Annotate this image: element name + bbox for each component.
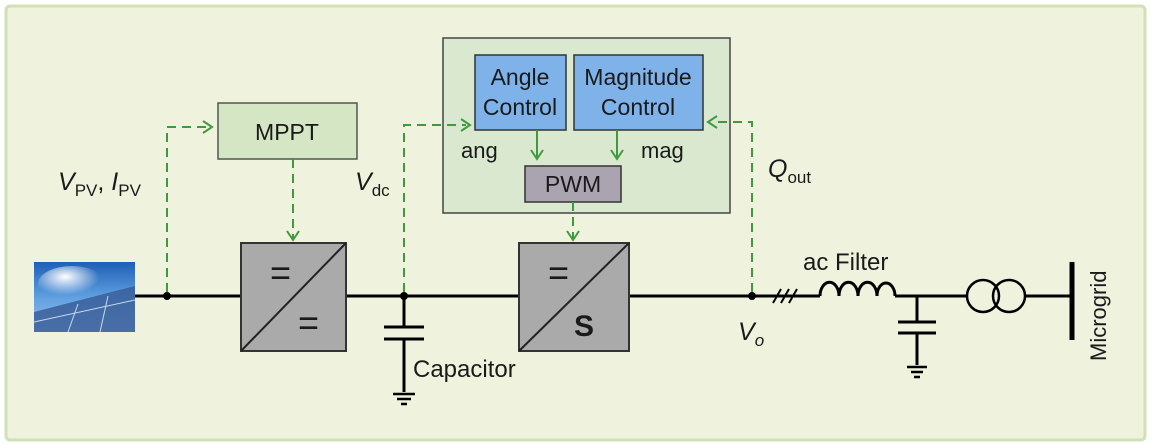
angle-control-line2: Control — [483, 94, 557, 120]
pwm-block: PWM — [524, 165, 622, 203]
magnitude-control-line2: Control — [601, 94, 675, 120]
three-phase-marker — [772, 288, 798, 304]
mppt-label: MPPT — [255, 119, 319, 145]
inverter-symbol-bottom: S — [574, 310, 594, 343]
angle-control-block: Angle Control — [474, 54, 567, 131]
ground-icon — [393, 392, 415, 406]
converter-symbol-top: = — [270, 252, 291, 293]
ac-filter-label: ac Filter — [803, 249, 888, 276]
mppt-block: MPPT — [217, 102, 358, 160]
dc-ac-inverter-icon: = S — [518, 242, 630, 352]
signal-mppt-to-converter — [286, 159, 300, 242]
power-path — [135, 292, 1072, 300]
ang-label: ang — [461, 138, 498, 163]
inverter-symbol-top: = — [548, 252, 569, 293]
vpv-ipv-label: VPV, IPV — [58, 168, 142, 200]
magnitude-control-line1: Magnitude — [584, 64, 691, 90]
signal-pwm-to-inverter — [566, 202, 580, 242]
capacitor-icon — [384, 296, 424, 392]
microgrid-label: Microgrid — [1086, 271, 1111, 361]
inductor-icon — [818, 280, 897, 297]
signal-ang-to-pwm — [530, 130, 544, 161]
qout-label: Qout — [768, 155, 811, 187]
vdc-label: Vdc — [355, 168, 390, 200]
dc-dc-converter-icon: = = — [240, 242, 347, 352]
signal-vdc-to-angle — [403, 118, 472, 292]
signal-qout-to-magnitude — [706, 115, 753, 292]
pwm-label: PWM — [545, 171, 601, 197]
transformer-icon — [965, 278, 1027, 314]
capacitor-label: Capacitor — [413, 356, 516, 383]
signal-pv-to-mppt — [166, 120, 214, 292]
vo-label: Vo — [738, 318, 764, 350]
mag-label: mag — [641, 138, 684, 163]
angle-control-line1: Angle — [491, 64, 550, 90]
filter-capacitor-icon — [898, 296, 936, 379]
signal-mag-to-pwm — [610, 130, 624, 161]
converter-symbol-bottom: = — [298, 302, 319, 343]
solar-panel-icon — [33, 262, 136, 333]
magnitude-control-block: Magnitude Control — [573, 54, 704, 131]
